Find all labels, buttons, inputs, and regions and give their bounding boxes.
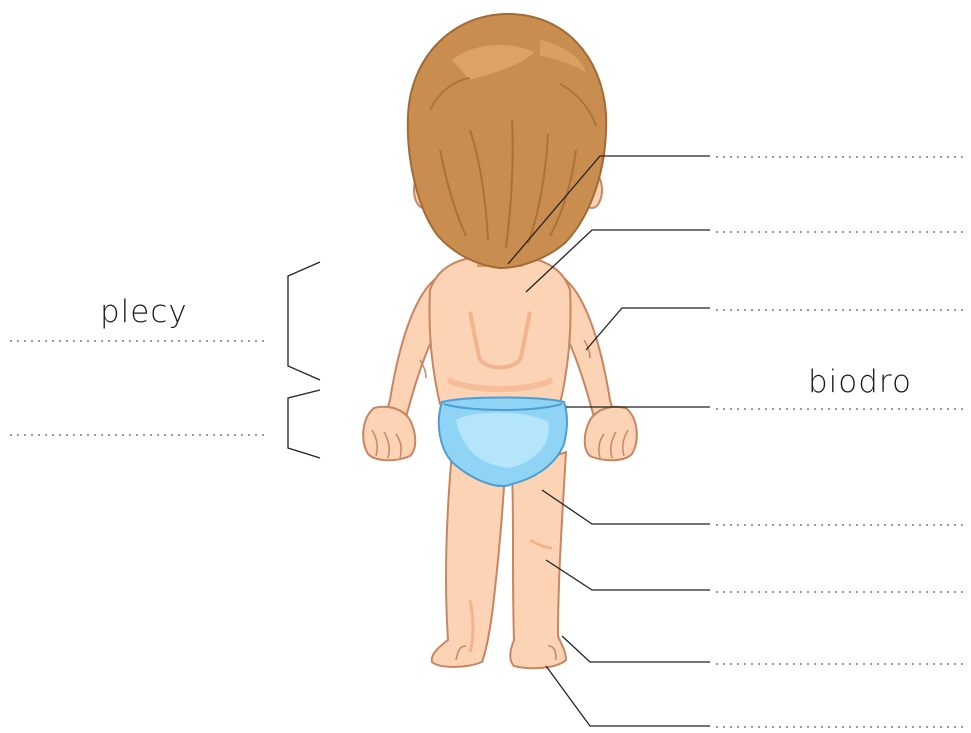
leader-line-calf [546, 560, 710, 590]
child-illustration [363, 14, 637, 668]
label-hip: biodro [808, 367, 912, 398]
leader-line-thigh [542, 490, 710, 524]
right-labels [508, 156, 968, 727]
child-torso [429, 258, 570, 404]
leader-line-elbow [586, 308, 710, 350]
bottom-bracket [288, 390, 320, 458]
leader-line-ankle [562, 636, 710, 662]
back-bracket [288, 262, 320, 380]
label-back: plecy [100, 297, 188, 328]
left-labels [10, 262, 320, 458]
child-hair [408, 14, 606, 268]
leader-line-heel [546, 666, 710, 726]
